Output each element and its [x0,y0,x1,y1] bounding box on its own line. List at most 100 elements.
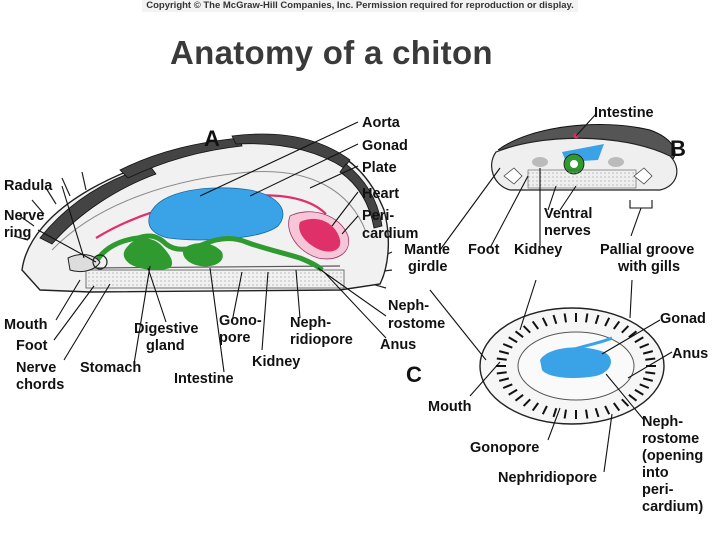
gill-filament [612,402,621,412]
leader-lines-c [429,279,673,473]
intestine-c [559,336,613,356]
label-foot-a: Foot [16,338,48,354]
gill-filament [563,313,567,323]
gill-fringe-c [496,313,656,419]
label-nephridiopore-2: ridiopore [290,332,353,348]
label-gonad-a: Gonad [362,138,408,154]
gill-filament [498,377,510,382]
shell-plates-a [39,133,383,245]
panel-label-c: C [406,362,422,387]
label-ventral-nerves-2: nerves [544,223,591,239]
pallial-groove-b [503,167,653,185]
gill-filament [502,383,513,389]
gill-filament [612,320,621,330]
label-nerve-chords-1: Nerve [16,360,56,376]
panel-b-cross-section: B Intestine Ventral nerves Mantle girdle… [404,105,694,275]
gill-filament [496,371,507,375]
gill-filament [552,314,558,325]
copyright-notice: Copyright © The McGraw-Hill Companies, I… [0,0,720,22]
gill-filament [639,383,650,389]
foot-b [527,169,637,189]
gill-filament [531,402,540,412]
gill-filament [621,325,630,334]
label-pallial-groove-2: with gills [617,259,680,275]
panel-c-ventral-view: C Gonad Anus Mouth Gonopore Nephridiopor… [406,279,708,515]
radula-a [67,254,101,273]
label-aorta: Aorta [362,115,401,131]
gill-filament [628,394,638,402]
label-anus-a: Anus [380,337,416,353]
leader-lines-a [37,121,387,373]
label-nerve-chords-2: chords [16,377,64,393]
label-nephrostome-c-5: peri- [642,482,674,498]
label-nephrostome-c-6: cardium) [642,499,703,515]
kidney-b-right [608,157,624,167]
gill-filament [508,336,518,344]
nerve-ring-a [92,254,108,270]
label-pericardium-1: Peri- [362,208,394,224]
label-mouth-a: Mouth [4,317,47,333]
label-mantle-girdle-1: Mantle [404,242,450,258]
leader-lines-b [439,113,653,251]
heart-a [299,218,341,252]
diagram-title: Anatomy of a chiton [170,34,493,71]
label-nerve-ring-2: ring [4,225,31,241]
label-nephridiopore-1: Neph- [290,315,331,331]
label-kidney-b: Kidney [514,242,562,258]
gonad-a [148,187,284,241]
label-pericardium-2: cardium [362,226,418,242]
gill-filament [514,330,524,338]
gill-filament [496,357,507,361]
gill-filament [531,320,540,330]
gill-filament [634,388,644,396]
gill-filament [645,357,656,361]
nerve-chords-a [89,265,341,269]
label-ventral-nerves-1: Ventral [544,206,592,222]
label-kidney-a: Kidney [252,354,300,370]
gill-filament [594,314,600,325]
label-digestive-gland-2: gland [146,338,185,354]
label-foot-b: Foot [468,242,500,258]
label-nephrostome-c-2: rostome [642,431,699,447]
label-mantle-girdle-2: girdle [408,259,447,275]
digestive-gland-a [123,238,173,271]
panel-a-side-view: A Aorta Gonad Plate Heart Peri- cardium … [4,115,445,393]
gill-filament [594,407,600,418]
label-gonopore-2: pore [219,330,250,346]
label-nephrostome-2-a: rostome [388,316,445,332]
gill-filament [604,405,611,415]
label-nephrostome-1-a: Neph- [388,298,429,314]
stomach-a [182,243,223,267]
gill-filament [522,325,531,334]
label-stomach: Stomach [80,360,141,376]
label-pallial-groove-1: Pallial groove [600,242,694,258]
gill-filament [645,371,656,375]
gill-filament [541,317,548,327]
gill-filament [642,350,654,355]
gill-filament [502,343,513,349]
kidney-b-left [532,157,548,167]
label-heart: Heart [362,186,399,202]
foot-a [85,269,345,289]
label-gonopore-1: Gono- [219,313,262,329]
label-mouth-c: Mouth [428,399,471,415]
gill-filament [604,317,611,327]
gill-filament [585,409,589,419]
label-radula: Radula [4,178,53,194]
gill-filament [552,407,558,418]
label-gonopore-c: Gonopore [470,440,539,456]
gonad-c [540,347,611,378]
label-intestine-a: Intestine [174,371,234,387]
gill-filament [621,398,630,407]
gill-filament [498,350,510,355]
panel-label-b: B [670,136,686,161]
gill-filament [522,398,531,407]
gill-filament [563,409,567,419]
intestine-lumen-b [570,160,578,168]
label-nerve-ring-1: Nerve [4,208,44,224]
label-nephrostome-c-3: (opening [642,448,703,464]
gill-filament [585,313,589,323]
label-plate: Plate [362,160,397,176]
